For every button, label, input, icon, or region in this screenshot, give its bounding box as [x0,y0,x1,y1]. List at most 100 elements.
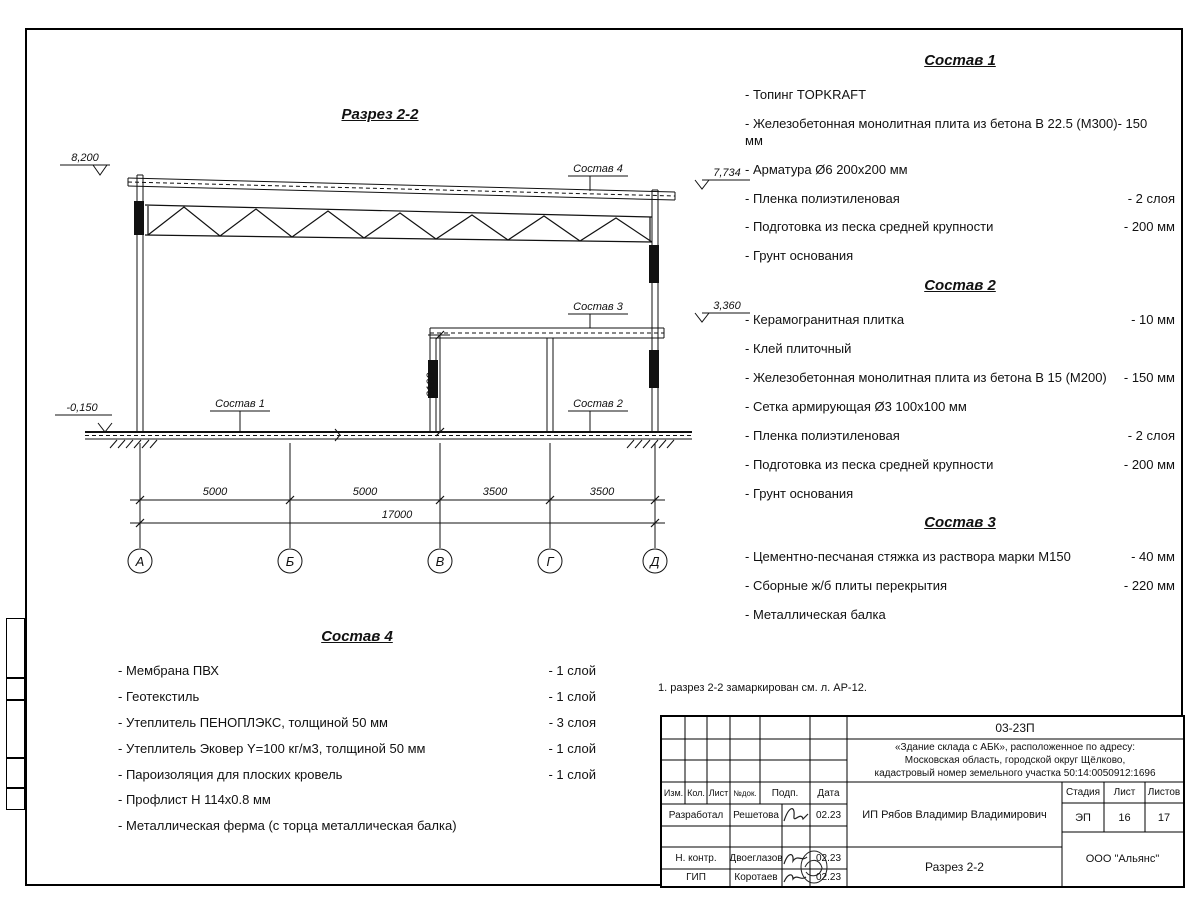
callout-leaders [210,175,628,432]
list-item: - Топинг TOPKRAFT [745,87,1175,104]
frame-left-cell [6,700,25,758]
list-item: - Металлическая ферма (с торца металличе… [118,818,596,835]
dim-v-g: 3500 [483,486,508,498]
list-item: - Утеплитель ПЕНОПЛЭКС, толщиной 50 мм - … [118,715,596,732]
embedded-plates [134,201,659,398]
mezzanine [429,327,665,432]
stage-label: Стадия [1065,787,1101,798]
address-line: кадастровый номер земельного участка 50:… [874,768,1156,779]
row-name: Двоеглазов [729,852,783,864]
column-right [651,189,659,432]
dim-total: 17000 [382,509,413,521]
list-item: - Арматура Ø6 200х200 мм [745,162,1175,179]
client-name: ИП Рябов Владимир Владимирович [862,808,1047,821]
list-item: - Железобетонная монолитная плита из бет… [745,116,1175,150]
sheet-note: 1. разрез 2-2 замаркирован см. л. АР-12. [658,682,867,694]
item-label: - Цементно-песчаная стяжка из раствора м… [745,549,1071,565]
document-name: Разрез 2-2 [925,859,984,874]
composition-panel-right: Состав 1 - Топинг TOPKRAFT - Железобетон… [745,52,1175,636]
ground-line [85,428,692,449]
project-code: 03-23П [995,721,1035,735]
col-header-izm: Изм. [663,788,684,798]
callout-sostav-1: Состав 1 [215,398,265,410]
col-header-ndok: №док. [733,788,757,798]
item-label: - Металлическая балка [745,607,886,623]
list-item: - Подготовка из песка средней крупности -… [745,457,1175,474]
item-value: - 1 слой [548,740,596,756]
callout-sostav-3: Состав 3 [573,301,624,313]
row-role: Разработал [668,809,724,821]
dimension-line-segments [130,495,665,505]
sostav4-heading: Состав 4 [321,628,393,645]
item-label: - Подготовка из песка средней крупности [745,456,994,472]
roof-slab [127,177,676,201]
title-block-grid [662,717,1183,886]
row-date: 02.23 [815,809,842,821]
axis-label-d: Д [648,554,659,569]
list-item: - Пароизоляция для плоских кровель - 1 сл… [118,767,596,784]
section-drawing-svg: 8,200 7,734 3,360 -0,150 Состав 4 Состав… [55,152,752,574]
row-role: ГИП [686,872,706,883]
axis-label-a: А [135,554,145,569]
frame-left-cell [6,788,25,810]
item-label: - Керамогранитная плитка [745,312,905,328]
col-header-podp: Подп. [771,787,799,799]
item-value: - 2 слоя [1127,427,1175,443]
item-label: - Арматура Ø6 200х200 мм [745,161,908,177]
item-label: - Утеплитель Эковер Y=100 кг/м3, толщино… [118,740,426,756]
item-label: - Железобетонная монолитная плита из бет… [745,370,1107,386]
elevation-ground: -0,150 [66,402,98,414]
item-label: - Геотекстиль [118,688,200,704]
sheet-value: 16 [1118,811,1131,824]
stage-value: ЭП [1075,811,1091,824]
item-value: - 2 слоя [1127,190,1175,206]
sheet-frame [25,28,1183,886]
item-label: - Утеплитель ПЕНОПЛЭКС, толщиной 50 мм [118,714,388,730]
list-item: - Профлист Н 114х0.8 мм [118,792,596,809]
project-address: «Здание склада с АБК», расположенное по … [847,739,1183,782]
elevation-top-right: 7,734 [713,167,741,179]
list-item: - Сборные ж/б плиты перекрытия- 220 мм [745,578,1175,595]
dim-a-b: 5000 [203,486,228,498]
axis-label-v: В [436,554,445,569]
item-value: - 150 мм [1123,370,1175,386]
item-value: - 3 слоя [548,714,596,730]
sostav1-heading: Состав 1 [924,52,996,69]
frame-left-cell [6,678,25,700]
item-label: - Клей плиточный [745,341,852,357]
list-item: - Пленка полиэтиленовая - 2 слоя [745,191,1175,208]
item-value: - 40 мм [1131,549,1175,565]
axis-bubbles [127,548,668,574]
elevation-top-left: 8,200 [71,152,99,164]
item-label: - Железобетонная монолитная плита из бет… [745,115,1148,148]
item-label: - Профлист Н 114х0.8 мм [118,792,271,808]
callout-sostav-2: Состав 2 [573,398,623,410]
frame-left-cell [6,618,25,678]
item-label: - Грунт основания [745,485,854,501]
sheets-label: Листов [1147,787,1181,798]
col-header-kol: Кол. [687,788,705,798]
row-name: Решетова [733,809,779,821]
elevation-marks [55,164,752,433]
item-value: - 1 слой [548,688,596,704]
axis-label-b: Б [286,554,295,569]
item-label: - Грунт основания [745,248,854,264]
item-label: - Металлическая ферма (с торца металличе… [118,818,457,834]
axis-extension-lines [139,443,656,548]
row-date: 02.23 [815,852,842,864]
item-value: - 200 мм [1123,456,1175,472]
item-label: - Пароизоляция для плоских кровель [118,766,343,782]
dim-3100: 3100 [425,372,437,397]
vertical-dimension [428,330,450,437]
company-name: ООО "Альянс" [1085,853,1160,865]
item-label: - Подготовка из песка средней крупности [745,219,994,235]
item-label: - Пленка полиэтиленовая [745,190,900,206]
list-item: - Железобетонная монолитная плита из бет… [745,370,1175,387]
item-value: - 1 слой [548,766,596,782]
composition-panel-bottom: Состав 4 - Мембрана ПВХ- 1 слой - Геотек… [118,628,596,844]
section-drawing: 8,200 7,734 3,360 -0,150 Состав 4 Состав… [30,95,752,590]
item-value: - 10 мм [1131,312,1175,328]
list-item: - Утеплитель Эковер Y=100 кг/м3, толщино… [118,741,596,758]
item-label: - Сетка армирующая Ø3 100х100 мм [745,398,967,414]
